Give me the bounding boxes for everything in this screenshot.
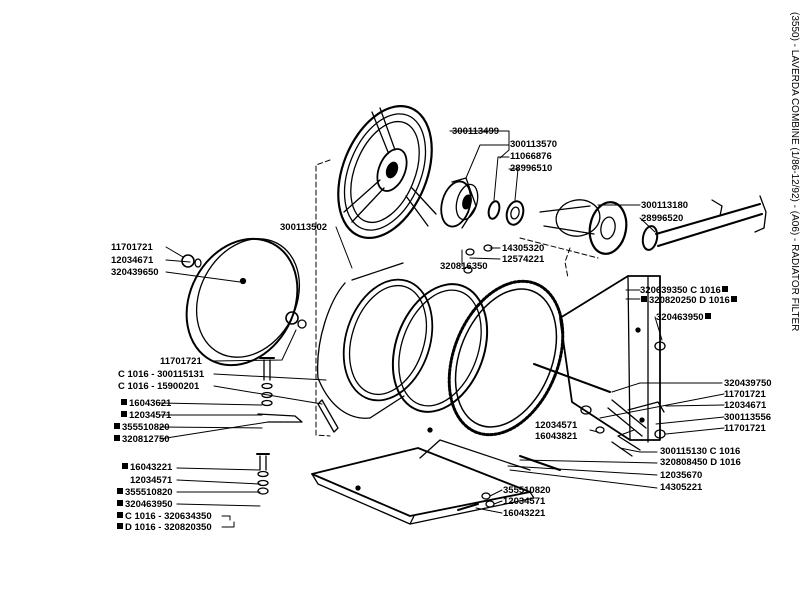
square-bullet	[117, 488, 123, 494]
label-14305221: 14305221	[660, 482, 703, 493]
filter-disc	[185, 237, 301, 367]
dashed-guides	[315, 159, 599, 437]
square-bullet	[122, 463, 128, 469]
label-16043221-a: 16043221	[121, 462, 172, 473]
square-bullet	[121, 411, 127, 417]
label-320808450-d1016: 320808450 D 1016	[660, 457, 741, 468]
hub-assembly	[440, 177, 525, 229]
leader-lines	[159, 130, 725, 528]
label-28996510: 28996510	[510, 163, 553, 174]
bracket-plate	[559, 275, 661, 443]
label-11701721-c: 11701721	[724, 389, 766, 400]
toothed-ring	[447, 279, 565, 437]
label-12035670: 12035670	[660, 470, 703, 481]
label-320463950-a: 320463950	[656, 312, 713, 323]
label-320812750-text: 320812750	[122, 434, 170, 445]
square-bullet	[730, 296, 737, 302]
drive-pulley	[539, 195, 767, 255]
label-300113502: 300113502	[280, 222, 328, 233]
label-16043621-text: 16043621	[129, 398, 172, 409]
clamps	[257, 399, 339, 433]
label-11066876: 11066876	[510, 151, 552, 162]
link-bars	[580, 399, 666, 457]
label-320639350-c1016: 320639350 C 1016	[640, 285, 730, 296]
label-320820250-d1016: 320820250 D 1016	[640, 295, 739, 306]
bolts-top	[463, 244, 666, 351]
label-320820350-d1016: D 1016 - 320820350	[116, 522, 212, 533]
label-355510820-a-text: 355510820	[122, 422, 170, 433]
label-320639350-text: 320639350 C 1016	[640, 285, 721, 296]
long-bolts	[519, 363, 611, 471]
square-bullet	[117, 512, 123, 518]
bottom-tray	[311, 427, 535, 525]
label-16043621: 16043621	[120, 398, 171, 409]
square-bullet	[641, 296, 647, 302]
label-320816350: 320816350	[440, 261, 488, 272]
square-bullet	[704, 313, 711, 319]
square-bullet	[114, 423, 120, 429]
fastener-bottom	[457, 492, 495, 511]
label-11701721-a: 11701721	[111, 242, 153, 253]
label-15900201-c1016: C 1016 - 15900201	[118, 381, 200, 392]
label-355510820-b: 355510820	[116, 487, 173, 498]
label-320463950-a-text: 320463950	[656, 312, 704, 323]
label-320463950-b: 320463950	[116, 499, 173, 510]
label-11701721-d: 11701721	[724, 423, 766, 434]
label-12034571-a: 12034571	[120, 410, 171, 421]
square-bullet	[117, 523, 123, 529]
drum	[316, 262, 434, 419]
label-16043221-b: 16043221	[503, 508, 546, 519]
fastener-stack-upper	[256, 453, 270, 495]
label-320439750: 320439750	[724, 378, 772, 389]
label-12034671-a: 12034671	[111, 255, 154, 266]
label-355510820-b-text: 355510820	[125, 487, 173, 498]
label-320634350-c1016: C 1016 - 320634350	[116, 511, 212, 522]
spacers	[181, 254, 307, 329]
label-12034571-b: 12034571	[535, 420, 578, 431]
fastener-stack-lower	[259, 357, 275, 407]
label-320820350-text: D 1016 - 320820350	[125, 522, 212, 533]
label-320820250-text: 320820250 D 1016	[649, 295, 730, 306]
label-12574221: 12574221	[502, 254, 545, 265]
label-300113499: 300113499	[452, 126, 500, 137]
label-12034671-b: 12034671	[724, 400, 767, 411]
label-14305320: 14305320	[502, 243, 545, 254]
label-300115130-c1016: 300115130 C 1016	[660, 446, 741, 457]
label-320439650: 320439650	[111, 267, 159, 278]
side-title: (3550) - LAVERDA COMBINE (1/86-12/92) - …	[789, 12, 800, 332]
label-355510820-a: 355510820	[113, 422, 170, 433]
label-320634350-text: C 1016 - 320634350	[125, 511, 212, 522]
label-300113180: 300113180	[641, 200, 689, 211]
square-bullet	[114, 435, 120, 441]
label-300115131-c1016: C 1016 - 300115131	[118, 369, 205, 380]
label-355510820-c: 355510820	[503, 485, 551, 496]
label-16043221-a-text: 16043221	[130, 462, 173, 473]
label-300113556: 300113556	[724, 412, 772, 423]
sealing-ring	[391, 283, 489, 413]
label-11701721-b: 11701721	[160, 356, 202, 367]
label-300113570: 300113570	[510, 139, 558, 150]
label-16043821: 16043821	[535, 431, 578, 442]
square-bullet	[121, 399, 127, 405]
label-28996520: 28996520	[641, 213, 684, 224]
label-320463950-b-text: 320463950	[125, 499, 173, 510]
label-12034571-a-text: 12034571	[129, 410, 172, 421]
label-12034571-c: 12034571	[130, 475, 173, 486]
square-bullet	[117, 500, 123, 506]
label-320812750: 320812750	[113, 434, 170, 445]
spoked-pulley	[337, 105, 437, 239]
square-bullet	[721, 286, 728, 292]
label-12034571-d: 12034571	[503, 496, 546, 507]
